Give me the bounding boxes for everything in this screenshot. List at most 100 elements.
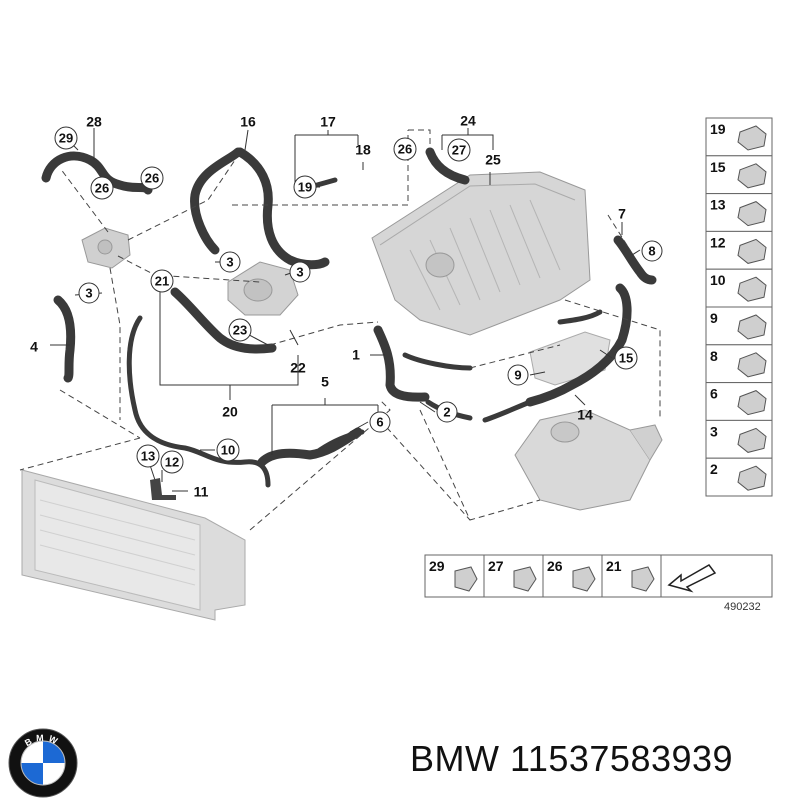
callout-circle xyxy=(90,176,114,200)
callout-8: 8 xyxy=(641,240,663,262)
callout-25: 25 xyxy=(485,152,501,168)
callout-26: 26 xyxy=(393,137,417,161)
callout-circle xyxy=(219,251,241,273)
callout-3: 3 xyxy=(219,251,241,273)
side-panel-label: 13 xyxy=(710,197,726,213)
callout-label: 27 xyxy=(452,143,466,158)
callout-19: 19 xyxy=(293,175,317,199)
callout-label: 5 xyxy=(321,374,329,390)
callout-label: 1 xyxy=(352,347,360,363)
hoses xyxy=(41,147,657,488)
part-thumbnail-icon xyxy=(737,201,767,227)
thermostat-valve xyxy=(81,227,131,269)
callout-28: 28 xyxy=(86,114,102,130)
reference-code: 490232 xyxy=(724,601,761,613)
bottom-panel-label: 26 xyxy=(547,558,563,574)
expansion-tank xyxy=(514,409,663,511)
brand-part-number: BMW 11537583939 xyxy=(410,738,734,779)
bottom-panel-cell-26: 26 xyxy=(542,554,604,598)
side-panel-cell-12: 12 xyxy=(705,230,773,270)
callout-label: 11 xyxy=(194,484,209,500)
callout-17: 17 xyxy=(320,114,336,130)
callout-circle xyxy=(641,240,663,262)
callout-label: 21 xyxy=(155,274,169,289)
engine-block xyxy=(371,171,591,336)
callout-circle xyxy=(78,282,100,304)
callout-14: 14 xyxy=(577,407,593,423)
side-panel-label: 8 xyxy=(710,348,718,364)
bottom-panel-label: 21 xyxy=(606,558,622,574)
callout-7: 7 xyxy=(618,206,626,222)
callout-12: 12 xyxy=(160,450,184,474)
side-panel-cell-6: 6 xyxy=(705,382,773,421)
side-panel-cell-8: 8 xyxy=(705,344,773,384)
callout-label: 14 xyxy=(577,407,593,423)
callout-24: 24 xyxy=(460,113,476,129)
part-thumbnail-icon xyxy=(737,163,767,189)
side-panel-label: 6 xyxy=(710,386,718,402)
part-thumbnail-icon xyxy=(737,465,767,491)
side-panel-cell-9: 9 xyxy=(705,306,773,346)
callout-label: 23 xyxy=(233,323,247,338)
solid-leaders xyxy=(50,128,641,492)
callout-circle xyxy=(228,318,252,342)
callout-label: 28 xyxy=(86,114,102,130)
callout-26: 26 xyxy=(140,166,164,190)
part-thumbnail-icon xyxy=(513,566,537,592)
callout-label: 8 xyxy=(648,244,655,259)
side-panel-label: 10 xyxy=(710,272,726,288)
bottom-panel-label: 29 xyxy=(429,558,445,574)
callout-26: 26 xyxy=(90,176,114,200)
side-panel-cell-3: 3 xyxy=(705,419,773,459)
callout-2: 2 xyxy=(436,401,458,423)
side-panel-label: 3 xyxy=(710,423,718,439)
callout-circle xyxy=(507,364,529,386)
callout-label: 16 xyxy=(240,114,256,130)
callout-11: 11 xyxy=(194,484,209,500)
callout-label: 15 xyxy=(619,351,633,366)
callout-circle xyxy=(393,137,417,161)
callout-label: 3 xyxy=(85,286,92,301)
callout-circle xyxy=(436,401,458,423)
callout-label: 22 xyxy=(290,360,306,376)
part-thumbnail-icon xyxy=(737,125,767,151)
callout-label: 7 xyxy=(618,206,626,222)
callout-27: 27 xyxy=(447,138,471,162)
part-thumbnail-icon xyxy=(737,238,767,264)
callout-circle xyxy=(160,450,184,474)
callout-5: 5 xyxy=(321,374,329,390)
callout-22: 22 xyxy=(290,360,306,376)
callout-label: 4 xyxy=(30,339,38,355)
callout-circle xyxy=(136,444,160,468)
callout-circle xyxy=(140,166,164,190)
water-pump xyxy=(227,261,299,316)
bottom-panel-cell-29: 29 xyxy=(424,554,486,598)
side-panel-cell-13: 13 xyxy=(705,193,773,232)
bottom-panel-cell-27: 27 xyxy=(483,554,545,598)
callout-circle xyxy=(54,126,78,150)
part-thumbnail-icon xyxy=(454,566,478,592)
callout-label: 3 xyxy=(226,255,233,270)
bracket-11 xyxy=(150,478,176,500)
callout-label: 29 xyxy=(59,131,73,146)
callout-circle xyxy=(447,138,471,162)
side-panel-cell-2: 2 xyxy=(705,457,773,497)
radiator xyxy=(21,469,246,621)
callout-15: 15 xyxy=(614,346,638,370)
direction-arrow-cell xyxy=(660,554,773,598)
callout-20: 20 xyxy=(222,404,238,420)
callout-13: 13 xyxy=(136,444,160,468)
part-thumbnail-icon xyxy=(572,566,596,592)
side-panel-cell-19: 19 xyxy=(705,117,773,157)
part-thumbnail-icon xyxy=(737,276,767,302)
side-panel-label: 9 xyxy=(710,310,718,326)
callout-circle xyxy=(614,346,638,370)
callout-label: 2 xyxy=(443,405,450,420)
bracket-9 xyxy=(529,331,611,386)
bmw-logo-icon: BMW xyxy=(8,728,78,798)
callout-label: 24 xyxy=(460,113,476,129)
callout-16: 16 xyxy=(240,114,256,130)
callout-label: 13 xyxy=(141,449,155,464)
